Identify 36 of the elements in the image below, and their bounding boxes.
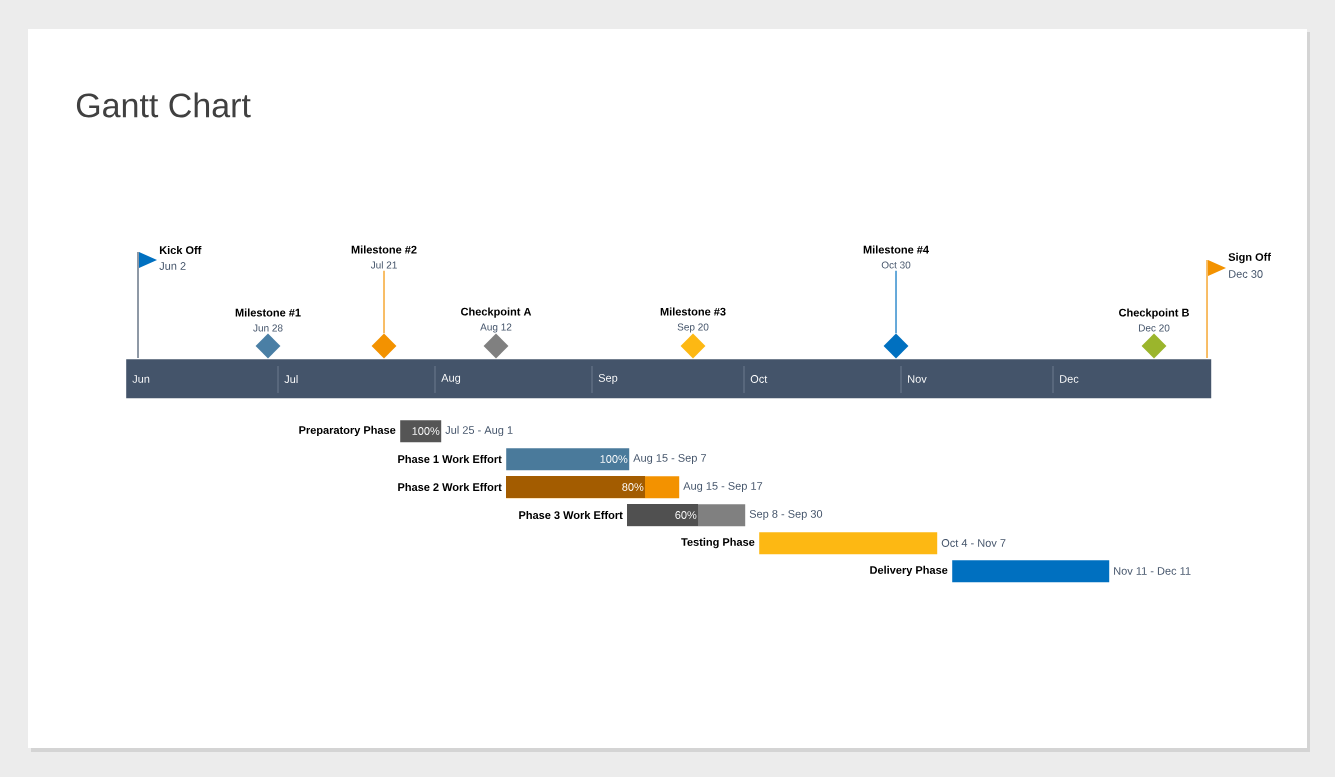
milestone-label: Checkpoint A Aug 12 xyxy=(461,307,532,333)
task-bar: 100% xyxy=(506,448,630,471)
milestone-label: Milestone #2 Jul 21 xyxy=(351,245,417,269)
date-range-label: Aug 15 - Sep 7 xyxy=(633,454,707,464)
milestone-diamond xyxy=(883,333,909,359)
task-label: Testing Phase xyxy=(681,537,755,549)
title: Gantt Chart xyxy=(76,92,251,118)
leader-line xyxy=(895,270,897,334)
milestone-diamond xyxy=(255,333,281,359)
date-range-label: Jul 25 - Aug 1 xyxy=(445,425,513,437)
flag-label: Sign Off xyxy=(1228,252,1271,264)
milestone-diamond xyxy=(1141,333,1167,359)
milestone-label: Milestone #4 Oct 30 xyxy=(863,245,929,269)
timeline-bar: Jun Jul Aug Sep Oct Nov Dec xyxy=(126,359,1212,399)
date-range-label: Oct 4 - Nov 7 xyxy=(941,539,1006,547)
task-label: Delivery Phase xyxy=(870,565,948,577)
task-bar: 100% xyxy=(400,420,442,443)
date-label: Jun 2 xyxy=(159,262,186,270)
task-label: Phase 1 Work Effort xyxy=(398,454,502,464)
task-bar: 60% xyxy=(627,504,746,527)
milestone-diamond xyxy=(483,333,509,359)
milestone-label: Milestone #3 Sep 20 xyxy=(660,307,726,333)
leader-line xyxy=(383,270,385,334)
task-bar: 80% xyxy=(506,476,680,499)
date-range-label: Aug 15 - Sep 17 xyxy=(683,482,763,492)
task-label: Phase 2 Work Effort xyxy=(398,482,502,492)
milestone-label: Checkpoint B Dec 20 xyxy=(1119,308,1189,332)
milestone-label: Milestone #1 Jun 28 xyxy=(235,308,301,332)
date-label: Dec 30 xyxy=(1229,270,1263,278)
flag-label: Kick Off xyxy=(159,245,202,255)
milestone-diamond xyxy=(371,333,397,359)
date-range-label: Sep 8 - Sep 30 xyxy=(749,510,823,520)
task-label: Preparatory Phase xyxy=(299,425,396,437)
task-label: Phase 3 Work Effort xyxy=(519,510,623,520)
milestone-diamond xyxy=(680,333,706,359)
date-range-label: Nov 11 - Dec 11 xyxy=(1114,567,1191,575)
